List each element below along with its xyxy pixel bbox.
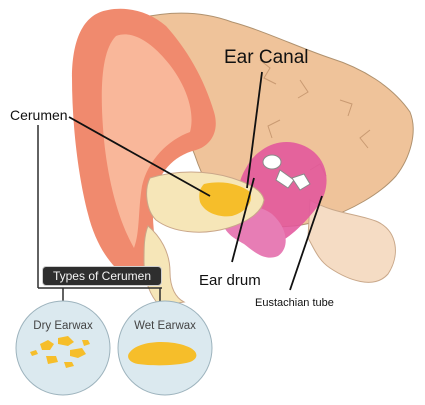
ossicles xyxy=(262,154,311,191)
cerumen-mass xyxy=(199,182,252,217)
eustachian-tube-shape xyxy=(307,199,396,283)
pinna-inner xyxy=(101,34,192,248)
dry-earwax-circle xyxy=(15,300,111,396)
dry-earwax-flakes xyxy=(30,336,90,368)
leader-lines xyxy=(68,71,323,291)
ear-drum-label: Ear drum xyxy=(199,272,261,289)
wet-earwax-blob xyxy=(128,342,197,366)
ear-canal-label: Ear Canal xyxy=(224,47,309,68)
bone-texture xyxy=(259,59,371,177)
eustachian-tube-label: Eustachian tube xyxy=(255,297,334,309)
dry-earwax-label: Dry Earwax xyxy=(33,320,93,332)
cerumen-label: Cerumen xyxy=(10,107,68,123)
wet-earwax-label: Wet Earwax xyxy=(134,320,196,332)
category-connector xyxy=(37,125,162,302)
types-of-cerumen-badge: Types of Cerumen xyxy=(42,266,162,286)
